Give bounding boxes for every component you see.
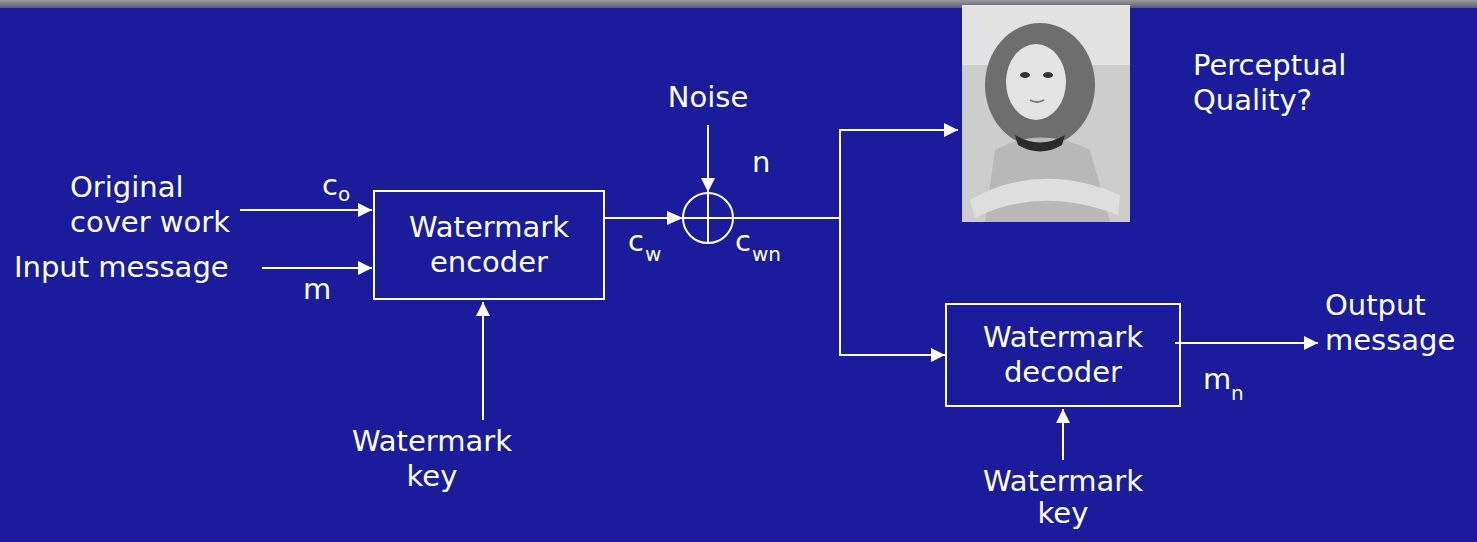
quality-note: Perceptual Quality?	[1193, 48, 1393, 118]
signal-subscript: wn	[752, 242, 781, 266]
output-arrow	[1175, 342, 1318, 344]
branch-arrow	[840, 130, 958, 218]
input-arrow	[240, 209, 372, 211]
noise-arrow	[707, 125, 709, 192]
signal-subscript: w	[645, 242, 661, 266]
box-label: Watermark encoder	[387, 210, 591, 280]
signal-name: c	[322, 168, 338, 203]
signal-name: n	[752, 145, 770, 180]
output-label: Output message	[1325, 288, 1473, 358]
signal-name: m	[1203, 362, 1231, 397]
signal-name: c	[628, 224, 644, 259]
decoder-box: Watermark decoder	[945, 303, 1181, 407]
input-arrow	[262, 267, 372, 269]
top-bar	[0, 0, 1477, 8]
signal-name: m	[303, 272, 331, 307]
photo	[962, 5, 1130, 222]
key-label: Watermark key	[971, 466, 1156, 530]
signal-connector	[605, 218, 945, 355]
key-arrow	[1062, 409, 1064, 460]
input-label: Original cover work	[70, 170, 250, 240]
signal-subscript: o	[338, 182, 350, 206]
box-label: Watermark decoder	[959, 320, 1167, 390]
key-arrow	[482, 302, 484, 420]
noise-label: Noise	[668, 80, 748, 115]
signal-subscript: n	[1231, 381, 1244, 405]
input-label: Input message	[14, 250, 229, 285]
key-label: Watermark key	[340, 424, 525, 494]
encoder-box: Watermark encoder	[373, 190, 605, 300]
signal-name: c	[735, 224, 751, 259]
